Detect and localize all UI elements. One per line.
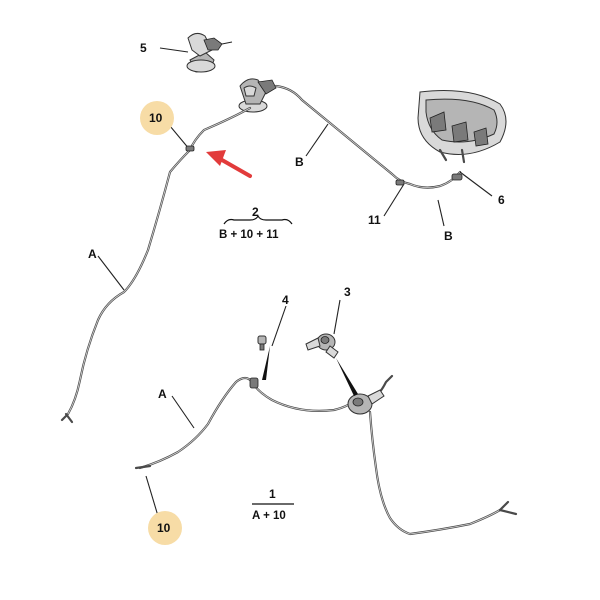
hose-b xyxy=(274,84,462,189)
label-hose-a-lower: A xyxy=(158,387,167,401)
kit-2-number: 2 xyxy=(252,205,259,219)
kit-2-contents: B + 10 + 11 xyxy=(219,229,279,241)
lower-t-connector xyxy=(249,377,259,389)
highlight-circle-10-top xyxy=(140,101,174,135)
label-part-11: 11 xyxy=(368,213,381,227)
leader-lines xyxy=(97,47,493,517)
label-part-3: 3 xyxy=(344,285,351,299)
label-hose-a-upper: A xyxy=(88,247,97,261)
rear-spoiler-nozzle xyxy=(417,90,507,164)
highlight-circle-10-bottom xyxy=(148,511,182,545)
hose-a-upper xyxy=(60,106,252,424)
label-hose-b-lower: B xyxy=(444,229,453,243)
part-4-screw xyxy=(257,335,267,351)
part-3-clip xyxy=(305,333,339,359)
kit-2-label: 2 B + 10 + 11 xyxy=(219,205,293,241)
hose-a-lower xyxy=(138,374,518,536)
lower-nozzle-connector xyxy=(347,389,385,415)
highlight-arrow xyxy=(206,150,252,178)
upper-hose-connector xyxy=(238,78,277,113)
kit-1-number: 1 xyxy=(269,487,276,501)
kit-1-label: 1 A + 10 xyxy=(252,487,294,522)
part-5-connector xyxy=(186,32,233,73)
label-part-6: 6 xyxy=(498,193,505,207)
label-part-10-top: 10 xyxy=(149,111,163,125)
label-part-5: 5 xyxy=(140,41,147,55)
label-part-4: 4 xyxy=(282,293,289,307)
label-part-10-bottom: 10 xyxy=(157,521,171,535)
label-hose-b-upper: B xyxy=(295,155,304,169)
kit-1-contents: A + 10 xyxy=(252,510,286,522)
